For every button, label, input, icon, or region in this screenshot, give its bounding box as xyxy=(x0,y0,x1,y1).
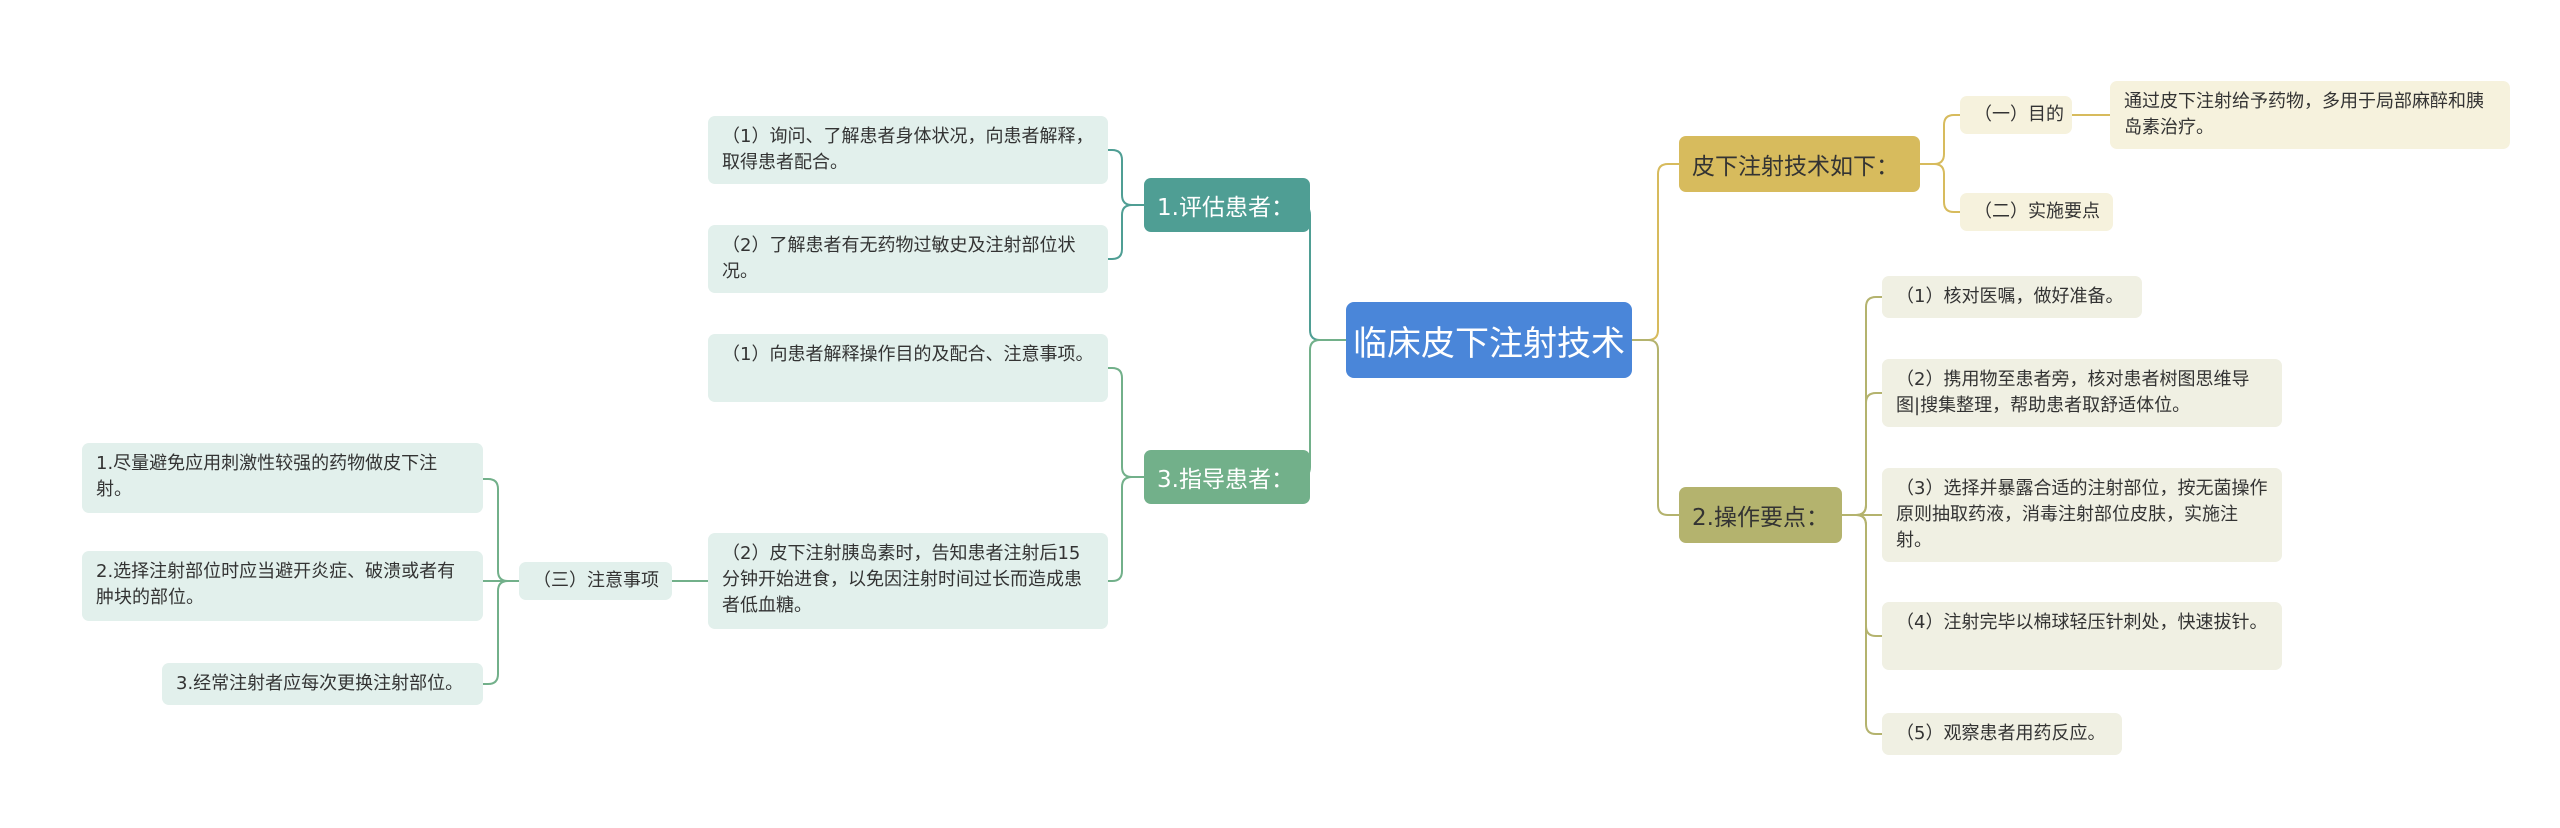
assess-item-2[interactable]: （2）了解患者有无药物过敏史及注射部位状况。 xyxy=(708,225,1108,293)
technique-topic[interactable]: 皮下注射技术如下： xyxy=(1679,136,1920,192)
guide-item-1[interactable]: （1）向患者解释操作目的及配合、注意事项。 xyxy=(708,334,1108,402)
purpose-topic[interactable]: （一）目的 xyxy=(1960,96,2072,134)
root-topic[interactable]: 临床皮下注射技术 xyxy=(1346,302,1632,378)
precautions-topic[interactable]: （三）注意事项 xyxy=(519,562,672,600)
precaution-item-1[interactable]: 1.尽量避免应用刺激性较强的药物做皮下注射。 xyxy=(82,443,483,513)
purpose-detail[interactable]: 通过皮下注射给予药物，多用于局部麻醉和胰岛素治疗。 xyxy=(2110,81,2510,149)
operation-item-4[interactable]: （4）注射完毕以棉球轻压针刺处，快速拔针。 xyxy=(1882,602,2282,670)
operation-item-3[interactable]: （3）选择并暴露合适的注射部位，按无菌操作原则抽取药液，消毒注射部位皮肤，实施注… xyxy=(1882,468,2282,562)
guide-item-2[interactable]: （2）皮下注射胰岛素时，告知患者注射后15分钟开始进食，以免因注射时间过长而造成… xyxy=(708,533,1108,629)
assess-patient-topic[interactable]: 1.评估患者： xyxy=(1144,178,1310,232)
operation-item-5[interactable]: （5）观察患者用药反应。 xyxy=(1882,713,2122,755)
operation-item-2[interactable]: （2）携用物至患者旁，核对患者树图思维导图|搜集整理，帮助患者取舒适体位。 xyxy=(1882,359,2282,427)
guide-patient-topic[interactable]: 3.指导患者： xyxy=(1144,450,1310,504)
implementation-points-topic[interactable]: （二）实施要点 xyxy=(1960,193,2113,231)
assess-item-1[interactable]: （1）询问、了解患者身体状况，向患者解释，取得患者配合。 xyxy=(708,116,1108,184)
precaution-item-2[interactable]: 2.选择注射部位时应当避开炎症、破溃或者有肿块的部位。 xyxy=(82,551,483,621)
operation-item-1[interactable]: （1）核对医嘱，做好准备。 xyxy=(1882,276,2142,318)
operation-points-topic[interactable]: 2.操作要点： xyxy=(1679,487,1842,543)
precaution-item-3[interactable]: 3.经常注射者应每次更换注射部位。 xyxy=(162,663,483,705)
